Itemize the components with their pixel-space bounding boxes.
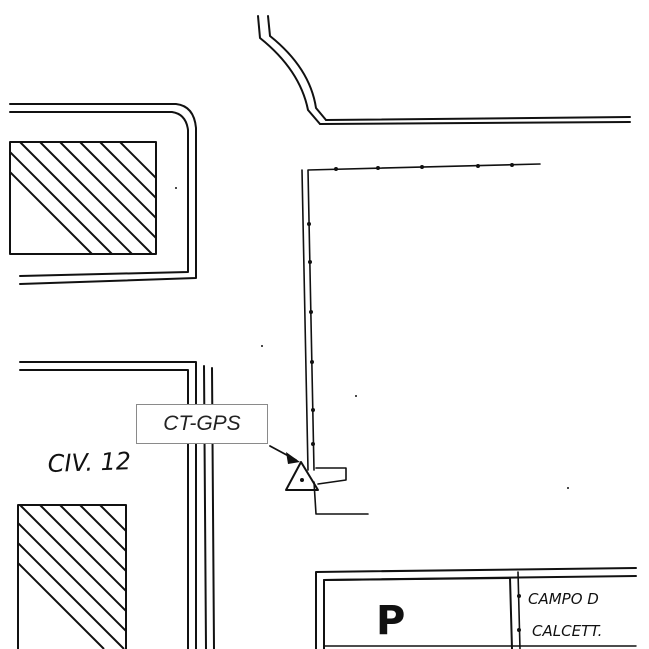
hatched-building-top [10, 142, 156, 254]
gate-stub [313, 467, 369, 515]
station-callout-label: CT-GPS [136, 404, 268, 444]
parking-and-field-block [315, 567, 637, 649]
fence-line [301, 163, 541, 471]
building-block-bottom-left [17, 361, 215, 649]
field-label-line2: CALCETT. [532, 622, 602, 640]
main-road-edge [319, 116, 631, 125]
field-label-line1: CAMPO D [528, 590, 599, 608]
station-arrow [269, 445, 300, 464]
hatched-building-bottom [18, 505, 126, 649]
stray-marks [175, 187, 569, 489]
gps-station-triangle-icon [285, 461, 319, 491]
building-block-top-left [9, 103, 197, 285]
civic-number-label: CIV. 12 [47, 447, 131, 478]
curved-road [257, 15, 327, 125]
parking-label: P [376, 598, 405, 644]
